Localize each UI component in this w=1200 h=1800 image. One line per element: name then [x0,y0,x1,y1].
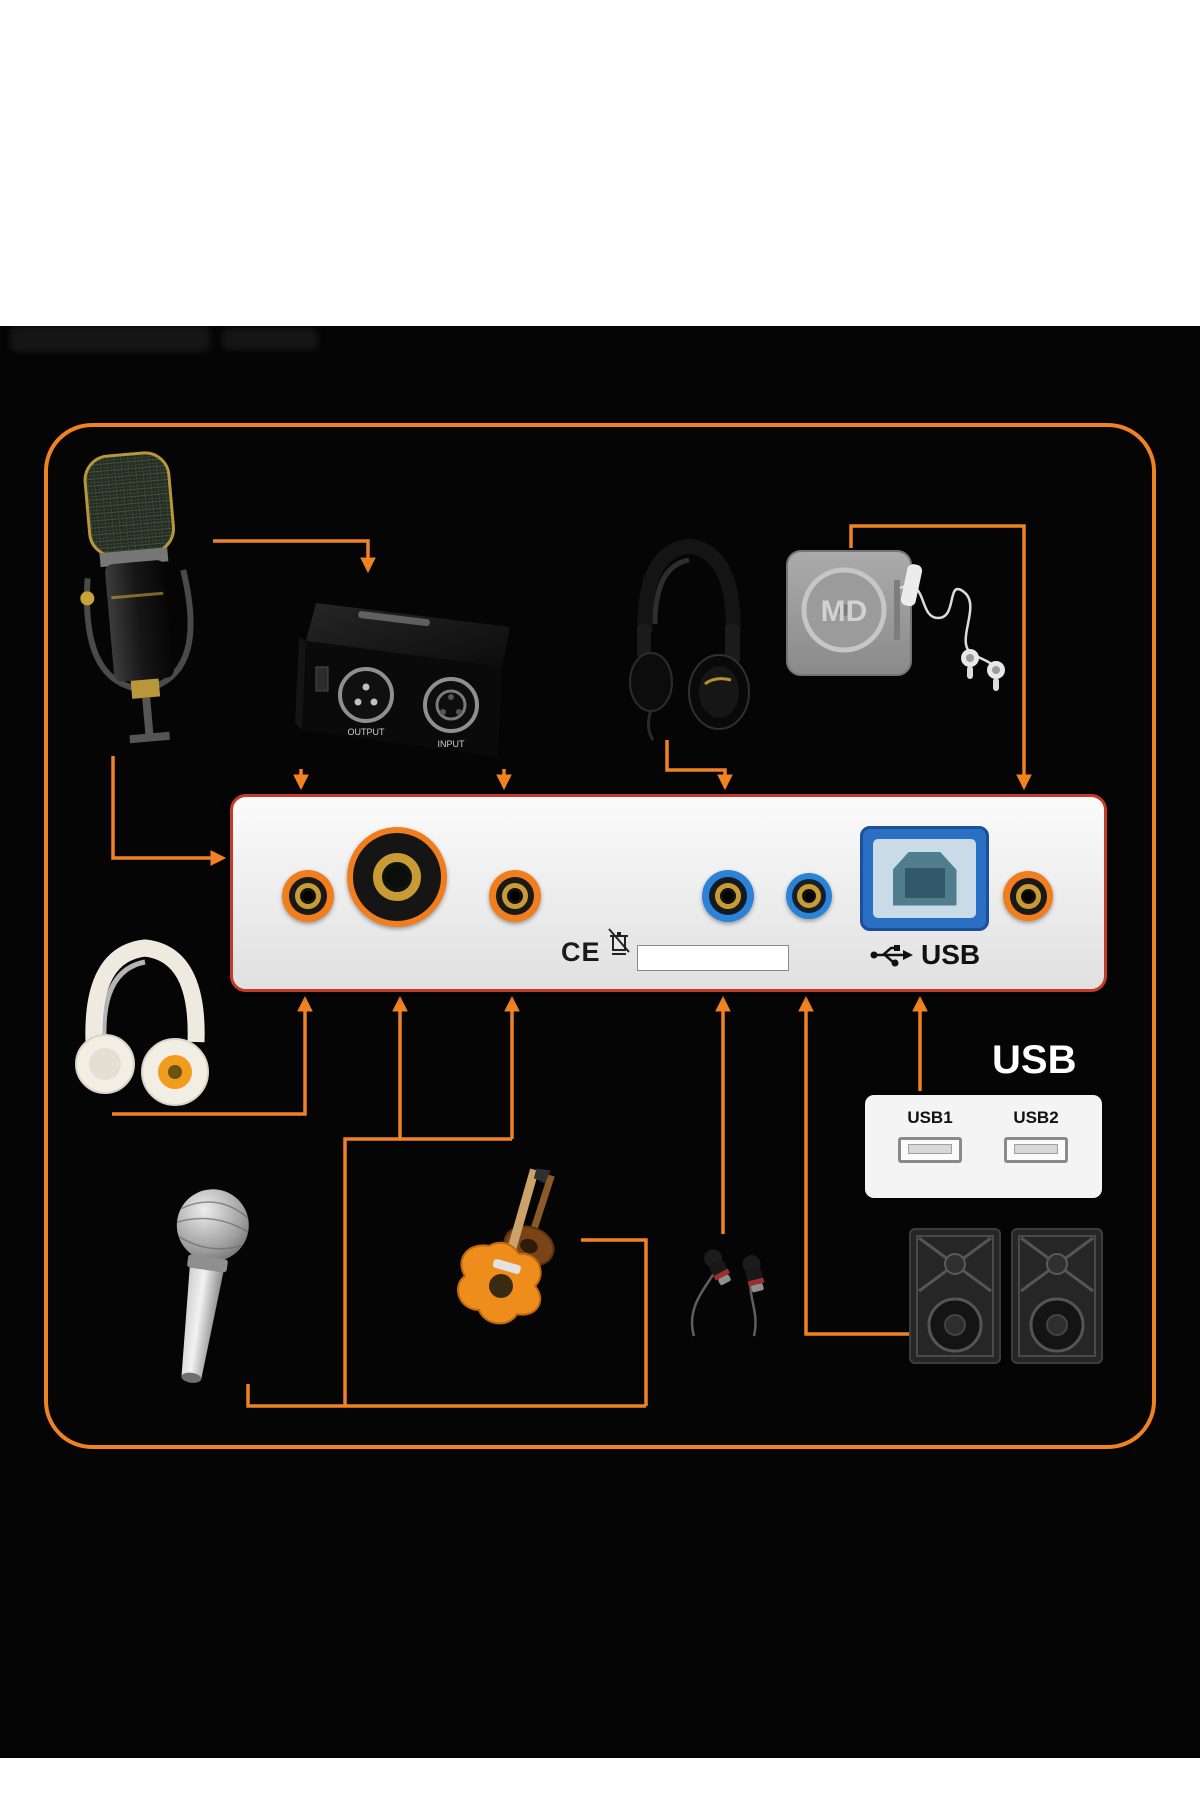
panel-usb-label: USB [921,939,981,970]
wire-mic-to-panel [111,756,227,866]
usb-hub-port2: USB2 [993,1108,1079,1163]
usb-b-connector-shape [892,851,957,906]
large-combo-jack [347,827,447,927]
wire-mic-to-phantom [213,539,376,574]
md-label: MD [821,595,868,628]
faded-text-remnant [10,326,210,352]
electric-guitars-image [457,1168,555,1325]
orange-jack-left [282,870,334,922]
weee-bin-icon [608,928,630,955]
studio-headphones-image [629,538,750,741]
blue-jack [702,870,754,922]
usb-mark: USB [869,939,980,971]
usb-a-port-2 [1004,1137,1068,1163]
sound-card-panel: CE USB [230,794,1107,992]
wire-white-headphones [112,995,313,1116]
wire-md-player [849,524,1032,791]
dynamic-microphone-image [176,1189,249,1383]
orange-guitar [457,1168,551,1325]
usb-a-port-1 [898,1137,962,1163]
white-headphones-image [75,939,209,1106]
phantom-input-label: INPUT [438,739,466,749]
serial-label [637,945,789,971]
usb-b-port-inner [873,839,976,918]
md-earbuds-image [899,564,1005,691]
wire-speakers [798,995,909,1336]
wire-riser-main [343,1137,512,1406]
usb-hub: USB1 USB2 [865,1095,1102,1198]
orange-jack-mid [489,870,541,922]
speaker-right-image [1011,1228,1103,1364]
usb1-label: USB1 [907,1108,953,1127]
condenser-microphone-image [80,451,194,744]
faded-text-remnant [222,328,318,350]
ce-mark: CE [561,937,601,967]
orange-frame [44,423,1156,1449]
phantom-power-image: OUTPUT INPUT [295,603,510,757]
usb-b-port [860,826,989,931]
md-player-image: MD [786,550,912,676]
phantom-output-label: OUTPUT [348,727,386,737]
in-ear-earbuds-image [690,1249,765,1337]
speaker-left-image [909,1228,1001,1364]
usb-trident-icon [870,945,913,967]
usb-section-title: USB [992,1038,1077,1082]
black-stage: OUTPUT INPUT [0,326,1200,1758]
connection-lines [111,524,1032,1408]
wire-headphones-top [665,740,733,791]
wire-bottom-trunk [246,1384,646,1408]
blue-gold-jack [786,873,832,919]
wire-guitar-branch [581,1238,648,1406]
usb-hub-port1: USB1 [887,1108,973,1163]
usb2-label: USB2 [1013,1108,1059,1127]
orange-jack-right [1003,871,1053,921]
